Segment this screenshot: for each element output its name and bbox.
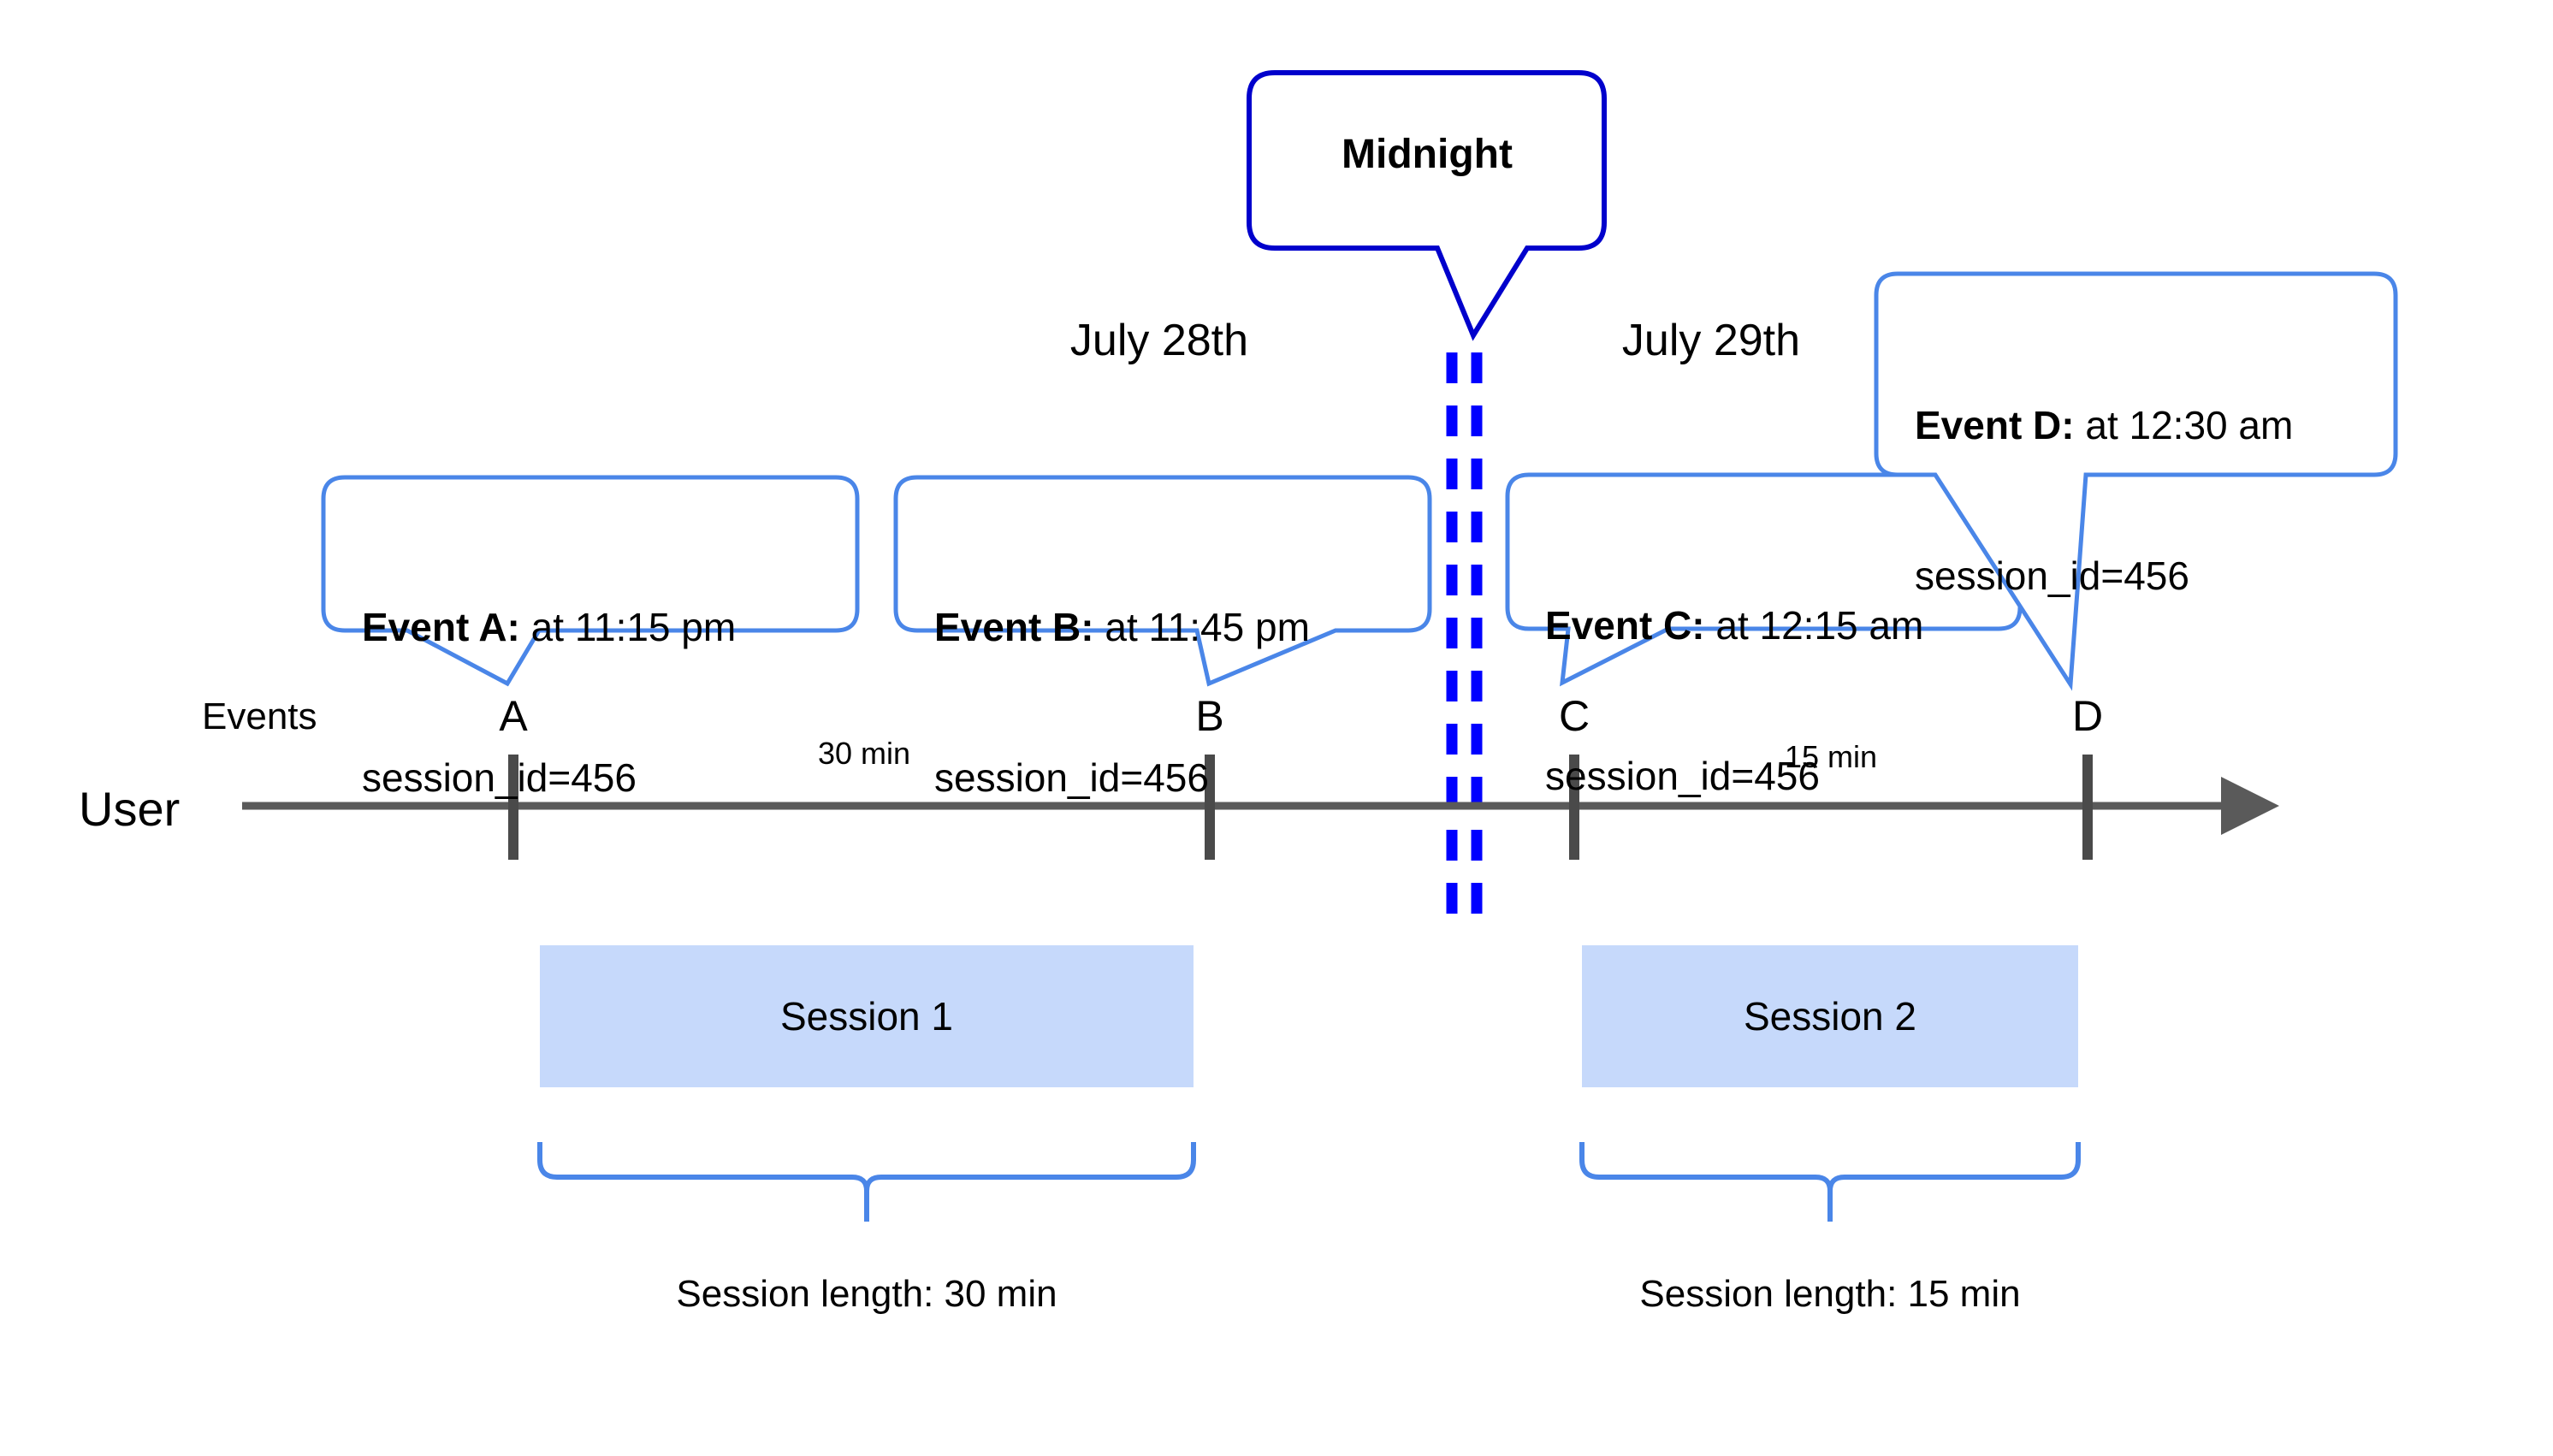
event-c-line-1: Event C: at 12:15 am <box>1545 601 2041 651</box>
event-b-time: at 11:45 pm <box>1093 604 1310 649</box>
events-row-label: Events <box>202 695 317 737</box>
session-1-brace <box>537 1142 1196 1222</box>
event-c-time: at 12:15 am <box>1704 602 1924 648</box>
event-c-callout-text: Event C: at 12:15 am session_id=456 <box>1545 500 2041 903</box>
gap-label-c-d: 15 min <box>1784 739 1878 774</box>
event-d-time: at 12:30 am <box>2074 402 2294 447</box>
event-d-callout-text: Event D: at 12:30 am session_id=456 <box>1915 299 2411 702</box>
event-a-time: at 11:15 pm <box>519 604 737 649</box>
session-2-box-label: Session 2 <box>1743 994 1916 1039</box>
event-c-session-id: session_id=456 <box>1545 754 1820 799</box>
midnight-callout-shape <box>1247 70 1607 341</box>
event-b-callout-text: Event B: at 11:45 pm session_id=456 <box>934 501 1431 904</box>
event-b-title: Event B: <box>934 604 1094 649</box>
event-d-session-id: session_id=456 <box>1915 553 2189 599</box>
marker-label-b: B <box>1195 692 1224 740</box>
user-row-label: User <box>79 782 181 836</box>
event-d-line-1: Event D: at 12:30 am <box>1915 400 2411 451</box>
event-a-callout-text: Event A: at 11:15 pm session_id=456 <box>362 501 858 904</box>
marker-label-c: C <box>1558 692 1590 740</box>
marker-label-d: D <box>2071 692 2104 740</box>
event-a-session-id: session_id=456 <box>362 755 637 801</box>
date-label-july-28: July 28th <box>1069 316 1249 365</box>
event-a-line-1: Event A: at 11:15 pm <box>362 602 858 653</box>
timeline-axis-arrowhead <box>2221 777 2279 835</box>
event-d-title: Event D: <box>1915 402 2075 447</box>
session-2-length-label: Session length: 15 min <box>1639 1273 2021 1315</box>
marker-label-a: A <box>499 692 528 740</box>
event-b-session-id: session_id=456 <box>934 755 1209 801</box>
event-c-title: Event C: <box>1545 602 1705 648</box>
session-2-brace <box>1579 1142 2081 1222</box>
event-a-title: Event A: <box>362 604 520 649</box>
session-1-box: Session 1 <box>540 945 1194 1087</box>
session-1-length-label: Session length: 30 min <box>676 1273 1057 1315</box>
event-b-line-1: Event B: at 11:45 pm <box>934 602 1431 653</box>
date-label-july-29: July 29th <box>1621 316 1801 365</box>
event-a-callout-shape <box>321 475 860 687</box>
midnight-label: Midnight <box>1342 132 1513 177</box>
session-2-box: Session 2 <box>1582 945 2078 1087</box>
session-1-box-label: Session 1 <box>779 994 953 1039</box>
gap-label-a-b: 30 min <box>817 736 911 771</box>
event-b-callout-shape <box>893 475 1432 687</box>
event-d-callout-shape <box>1874 271 2398 691</box>
